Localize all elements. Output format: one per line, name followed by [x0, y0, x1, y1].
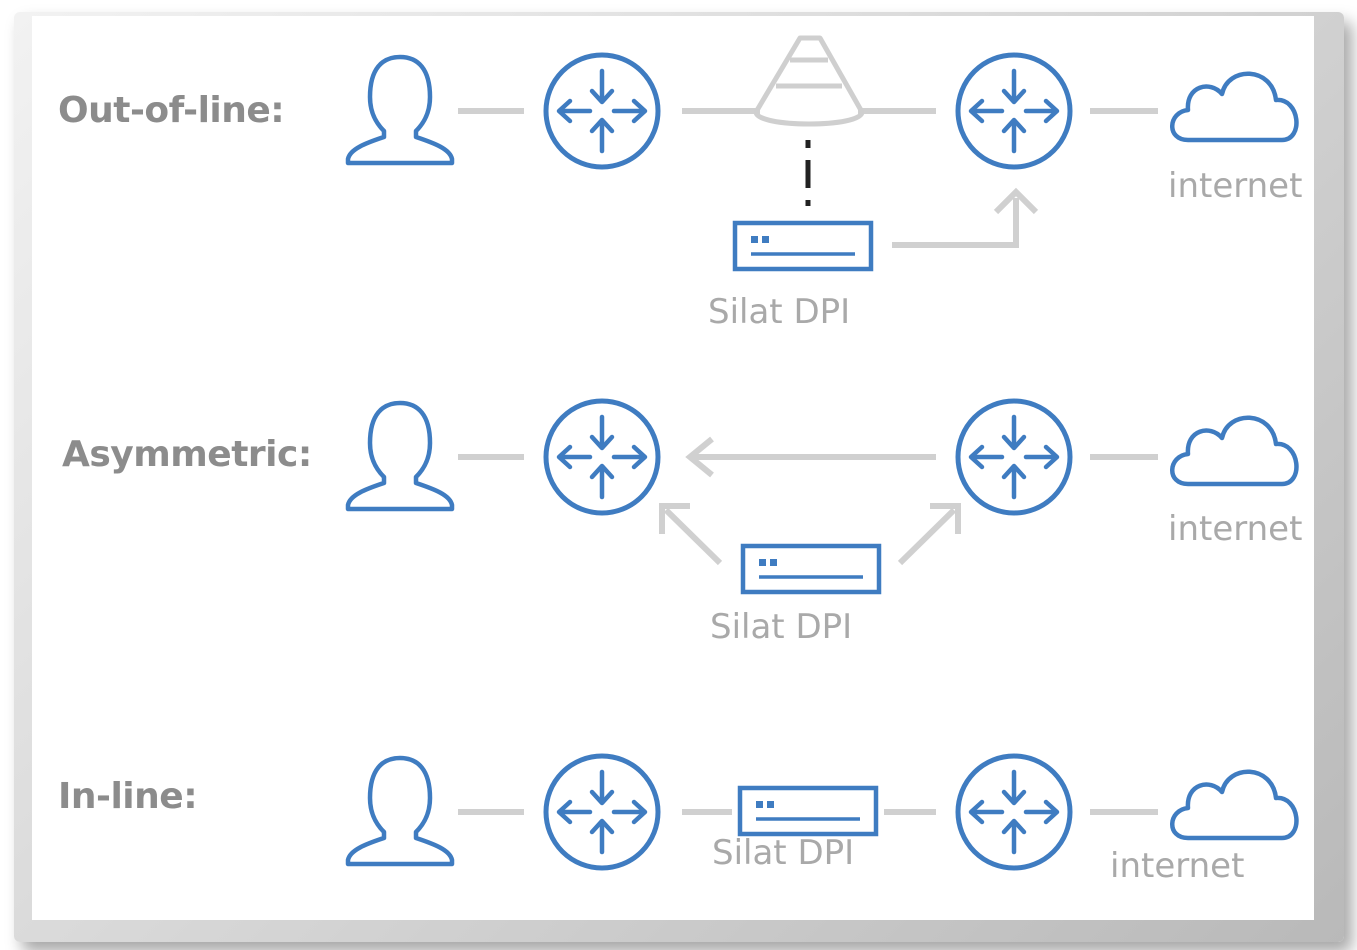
router-icon: [546, 55, 658, 167]
return-arrow-head: [993, 187, 1039, 215]
return-path-arrow: [685, 436, 714, 478]
internet-caption: internet: [1168, 166, 1303, 206]
row-out-of-line: [348, 35, 1296, 269]
router-icon: [958, 401, 1070, 513]
return-arrow-line: [892, 198, 1019, 248]
dpi-to-router-arrow-line: [897, 507, 957, 566]
router-icon: [546, 756, 658, 868]
cloud-icon: [1172, 418, 1296, 484]
dpi-device-icon: [735, 223, 871, 269]
user-icon: [348, 758, 452, 864]
router-icon: [958, 756, 1070, 868]
row-asymmetric: [348, 401, 1296, 592]
router-icon: [546, 401, 658, 513]
dpi-to-router-arrow-head: [930, 503, 961, 534]
row-label-asymmetric: Asymmetric:: [62, 434, 312, 475]
row-in-line: [348, 756, 1296, 868]
row-label-out-of-line: Out-of-line:: [58, 90, 285, 131]
router-icon: [958, 55, 1070, 167]
splitter-icon: [753, 35, 865, 127]
dpi-to-router-arrow-head: [659, 503, 690, 534]
dpi-caption: Silat DPI: [708, 292, 851, 332]
user-icon: [348, 403, 452, 509]
dpi-caption: Silat DPI: [710, 607, 853, 647]
diagram-card: [32, 16, 1314, 920]
row-label-in-line: In-line:: [58, 776, 198, 817]
internet-caption: internet: [1110, 846, 1245, 886]
dpi-device-icon: [740, 788, 876, 834]
user-icon: [348, 57, 452, 163]
cloud-icon: [1172, 74, 1296, 140]
dpi-device-icon: [743, 546, 879, 592]
cloud-icon: [1172, 772, 1296, 838]
dpi-caption: Silat DPI: [712, 833, 855, 873]
internet-caption: internet: [1168, 509, 1303, 549]
dpi-to-router-arrow-line: [663, 507, 723, 566]
